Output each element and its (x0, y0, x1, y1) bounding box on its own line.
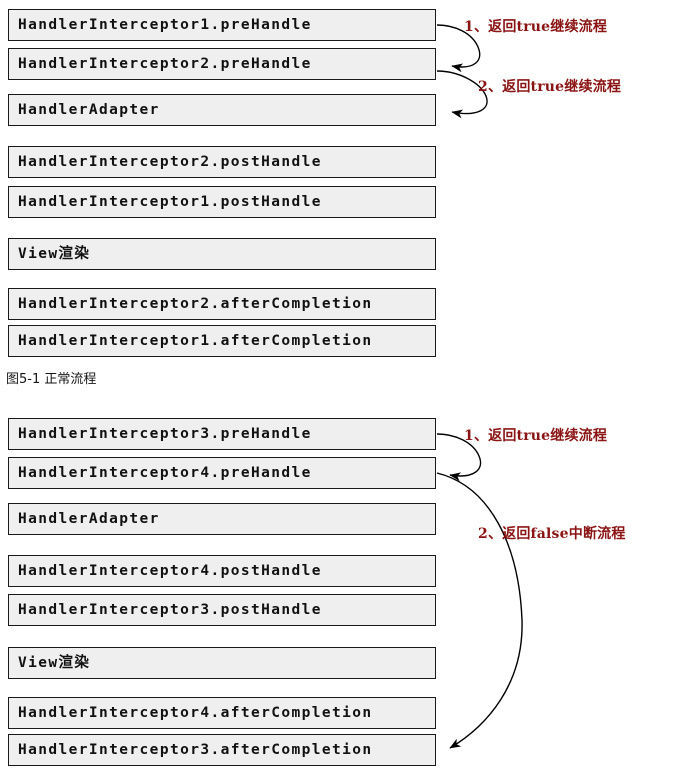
flow-box-label: HandlerInterceptor4.postHandle (18, 562, 322, 579)
flow-box-interceptor3-posthandle[interactable]: HandlerInterceptor3.postHandle (8, 594, 436, 626)
flow-box-label: HandlerInterceptor3.preHandle (18, 425, 312, 442)
flow-box-label: HandlerInterceptor1.preHandle (18, 16, 312, 33)
flow-box-label: HandlerInterceptor2.postHandle (18, 153, 322, 170)
flow-box-label: View渲染 (18, 654, 91, 671)
flow-box-handleradapter-2[interactable]: HandlerAdapter (8, 503, 436, 535)
flow-box-label: HandlerInterceptor2.afterCompletion (18, 295, 373, 312)
flow-box-interceptor2-prehandle[interactable]: HandlerInterceptor2.preHandle (8, 48, 436, 80)
flow-box-label: HandlerInterceptor2.preHandle (18, 55, 312, 72)
flow-box-label: HandlerInterceptor4.preHandle (18, 464, 312, 481)
flow-box-handleradapter[interactable]: HandlerAdapter (8, 94, 436, 126)
flow-box-interceptor3-aftercompletion[interactable]: HandlerInterceptor3.afterCompletion (8, 734, 436, 766)
annotation-d1-return-true-2: 2、返回true继续流程 (478, 79, 622, 95)
flow-box-interceptor2-aftercompletion[interactable]: HandlerInterceptor2.afterCompletion (8, 288, 436, 320)
flow-box-interceptor3-prehandle[interactable]: HandlerInterceptor3.preHandle (8, 418, 436, 450)
flow-box-interceptor4-posthandle[interactable]: HandlerInterceptor4.postHandle (8, 555, 436, 587)
flow-box-interceptor1-aftercompletion[interactable]: HandlerInterceptor1.afterCompletion (8, 325, 436, 357)
flow-box-view-render[interactable]: View渲染 (8, 238, 436, 270)
annotation-d2-return-true-1: 1、返回true继续流程 (464, 428, 608, 444)
flow-box-interceptor4-aftercompletion[interactable]: HandlerInterceptor4.afterCompletion (8, 697, 436, 729)
annotation-d2-return-false-2: 2、返回false中断流程 (478, 526, 626, 542)
annotation-d1-return-true-1: 1、返回true继续流程 (464, 19, 608, 35)
flow-box-label: HandlerAdapter (18, 101, 160, 118)
flow-box-label: HandlerAdapter (18, 510, 160, 527)
flow-box-interceptor1-prehandle[interactable]: HandlerInterceptor1.preHandle (8, 9, 436, 41)
arrow-d2-2 (436, 472, 523, 749)
flow-box-label: HandlerInterceptor3.afterCompletion (18, 741, 373, 758)
flow-box-label: HandlerInterceptor4.afterCompletion (18, 704, 373, 721)
flow-box-interceptor4-prehandle[interactable]: HandlerInterceptor4.preHandle (8, 457, 436, 489)
flow-box-view-render-2[interactable]: View渲染 (8, 647, 436, 679)
flow-box-label: HandlerInterceptor3.postHandle (18, 601, 322, 618)
flow-box-interceptor2-posthandle[interactable]: HandlerInterceptor2.postHandle (8, 146, 436, 178)
flow-box-interceptor1-posthandle[interactable]: HandlerInterceptor1.postHandle (8, 186, 436, 218)
flow-box-label: View渲染 (18, 245, 91, 262)
figure-caption: 图5-1 正常流程 (6, 372, 97, 387)
flow-box-label: HandlerInterceptor1.postHandle (18, 193, 322, 210)
flow-box-label: HandlerInterceptor1.afterCompletion (18, 332, 373, 349)
